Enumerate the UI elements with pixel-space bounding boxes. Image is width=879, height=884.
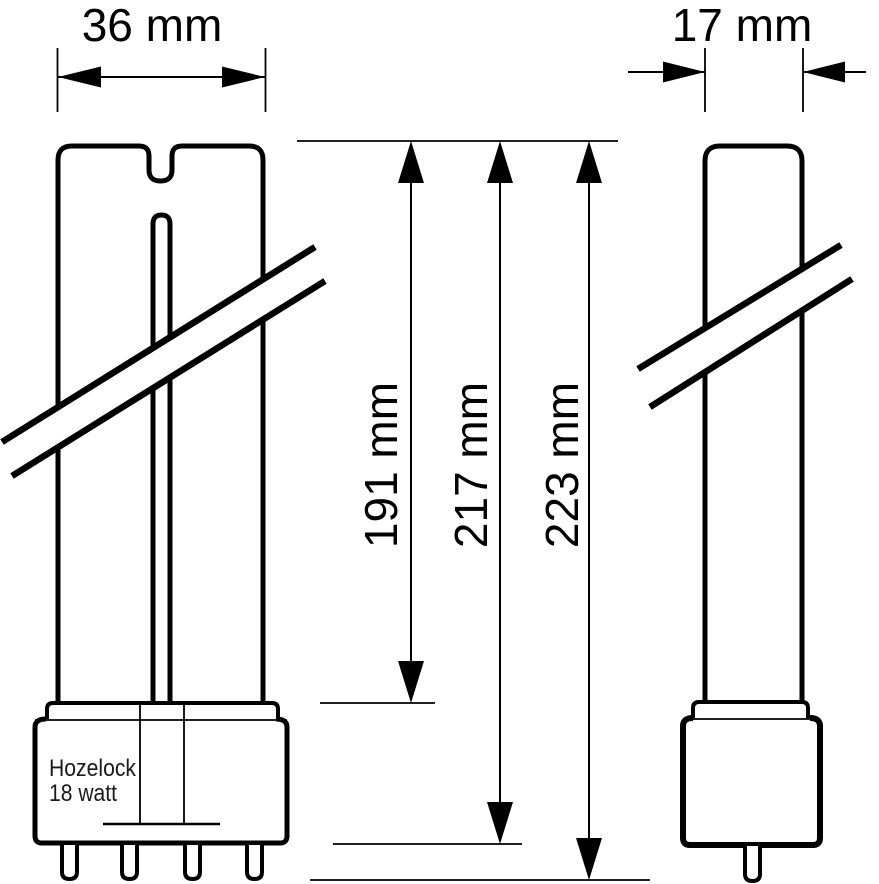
front-view: Hozelock 18 watt [32,143,290,882]
front-break-band-gap [2,247,325,476]
side-pin [743,846,762,884]
dim-overall-length-arrow-top [576,141,602,183]
dim-overall-length-arrow-bottom [576,838,602,880]
dim-length-to-base-arrow-top [487,141,513,183]
front-pin-1 [60,845,79,882]
side-base [680,715,823,848]
side-collar [691,700,810,718]
dim-length-to-base-label: 217 mm [445,382,497,548]
dim-tube-length: 191 mm [320,141,435,704]
side-view [680,143,823,884]
dim-length-to-base: 217 mm [333,141,522,845]
dim-side-width-arrow-left [663,61,705,83]
front-pin-3 [183,845,202,882]
front-pin-4 [245,845,264,882]
front-break-band [0,244,327,479]
dim-side-width-arrow-right [803,61,845,83]
front-collar [45,701,280,719]
dim-side-width-label: 17 mm [672,0,813,51]
side-break-band-upper-line [636,242,843,372]
dim-tube-length-arrow-bottom [398,661,424,703]
side-break-band-gap [638,245,852,407]
dim-tube-length-label: 191 mm [355,382,407,548]
dim-overall-length-label: 223 mm [536,382,588,548]
side-break-band-lower-line [648,276,854,410]
dim-front-width-arrow-left [58,66,101,88]
front-break-band-lower-line [10,278,327,479]
front-inner-slot [150,212,173,704]
brand-label-line2: 18 watt [49,780,117,807]
dim-tube-length-arrow-top [398,141,424,183]
front-pin-2 [120,845,139,882]
dim-length-to-base-arrow-bottom [487,802,513,844]
brand-label-line1: Hozelock [49,755,137,782]
side-break-band [636,242,854,410]
front-base [32,716,290,846]
dim-front-width: 36 mm [56,0,267,112]
dim-side-width: 17 mm [628,0,866,112]
dim-vertical-group: 191 mm 217 mm 223 mm [297,140,650,881]
front-break-band-upper-line [0,244,317,445]
dim-front-width-label: 36 mm [82,0,223,51]
dim-overall-length: 223 mm [310,141,650,881]
side-tube-outline [702,143,805,702]
dim-front-width-arrow-right [222,66,265,88]
